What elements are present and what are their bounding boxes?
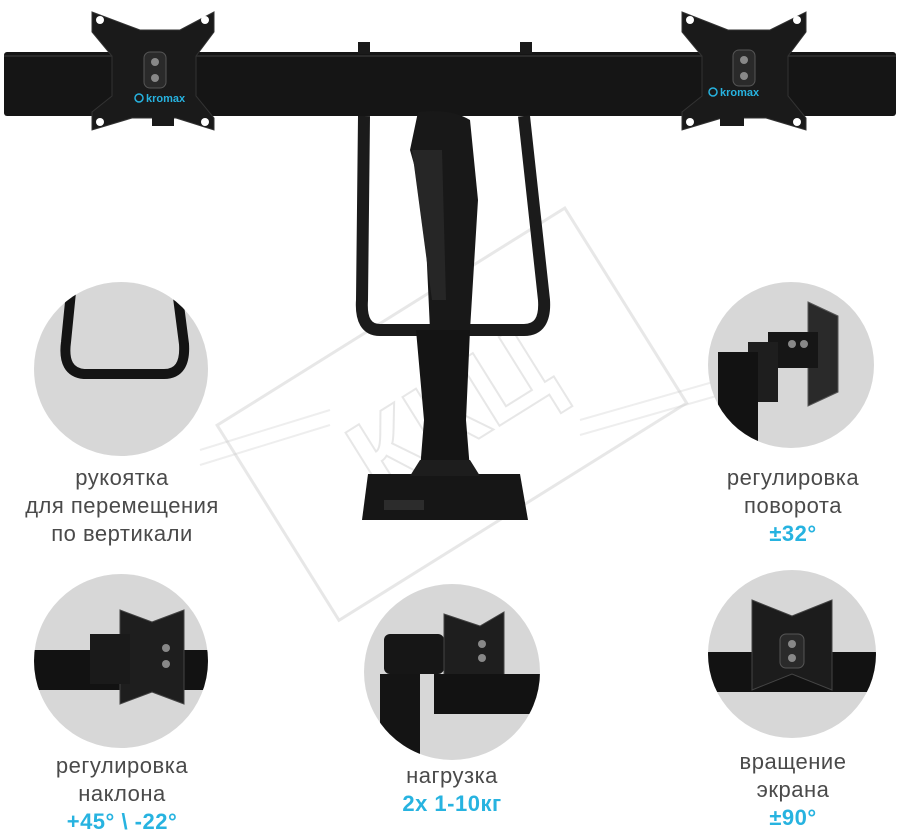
caption-tilt: регулировка наклона +45° \ -22° <box>0 752 244 836</box>
caption-swivel-line1: регулировка <box>726 465 860 490</box>
left-vesa-plate <box>91 11 215 131</box>
feature-circle-tilt <box>34 574 208 748</box>
svg-text:kromax: kromax <box>720 87 760 99</box>
caption-load: нагрузка 2х 1-10кг <box>352 762 552 818</box>
caption-rotation-line2: экрана <box>756 777 830 802</box>
caption-tilt-value: +45° \ -22° <box>66 809 178 834</box>
feature-circle-rotation <box>708 570 876 738</box>
swivel-closeup-image <box>718 301 839 448</box>
caption-swivel-line2: поворота <box>744 493 842 518</box>
caption-rotation-line1: вращение <box>739 749 847 774</box>
handle-closeup-image <box>60 282 190 379</box>
left-brand-logo: kromax <box>134 93 186 105</box>
caption-handle: рукоятка для перемещения по вертикали <box>0 464 244 548</box>
feature-circle-handle <box>34 282 208 456</box>
caption-rotation-value: ±90° <box>769 805 817 830</box>
caption-tilt-line1: регулировка <box>55 753 189 778</box>
caption-swivel-value: ±32° <box>769 521 817 546</box>
caption-handle-line3: по вертикали <box>51 521 193 546</box>
monitor-mount-product: kromax kromax <box>4 11 896 520</box>
feature-circle-swivel <box>708 282 874 448</box>
load-closeup-image <box>380 611 540 760</box>
caption-handle-line1: рукоятка <box>75 465 169 490</box>
caption-load-line1: нагрузка <box>406 763 498 788</box>
rotation-closeup-image <box>708 599 876 692</box>
caption-handle-line2: для перемещения <box>25 493 219 518</box>
caption-tilt-line2: наклона <box>78 781 166 806</box>
desk-clamp <box>362 474 528 520</box>
right-brand-logo: kromax <box>708 87 760 99</box>
caption-swivel: регулировка поворота ±32° <box>690 464 896 548</box>
crossbar <box>4 52 896 116</box>
tilt-closeup-image <box>34 609 208 705</box>
svg-text:kromax: kromax <box>146 93 186 105</box>
feature-circle-load <box>364 584 540 760</box>
right-vesa-plate <box>681 11 807 131</box>
caption-rotation: вращение экрана ±90° <box>690 748 896 832</box>
pole <box>416 330 470 470</box>
caption-load-value: 2х 1-10кг <box>402 791 502 816</box>
